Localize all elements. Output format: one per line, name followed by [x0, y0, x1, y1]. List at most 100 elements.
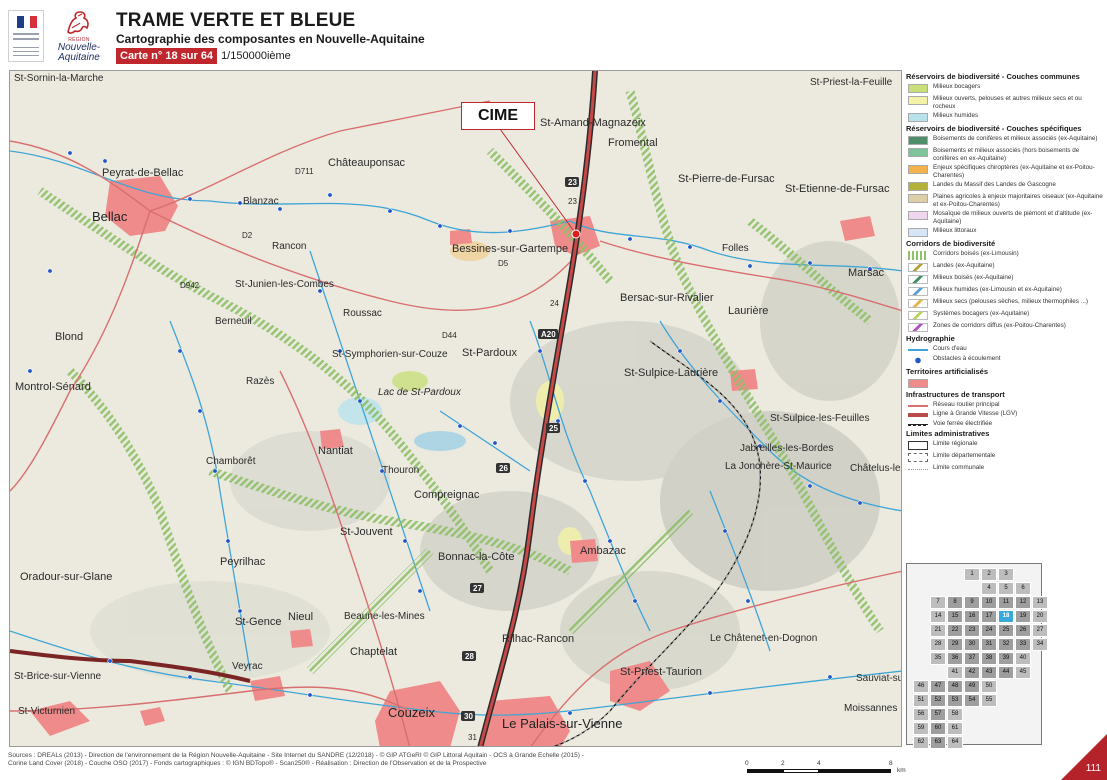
index-sheet-cell[interactable]: 9 — [964, 596, 980, 609]
index-sheet-cell[interactable]: 31 — [981, 638, 997, 651]
index-sheet-cell[interactable]: 36 — [947, 652, 963, 665]
legend-section-title: Territoires artificialisés — [906, 366, 988, 376]
legend-item: Boisements de conifères et milieux assoc… — [908, 135, 1105, 145]
index-sheet-cell[interactable]: 59 — [913, 722, 929, 735]
index-sheet-cell[interactable]: 5 — [998, 582, 1014, 595]
legend-label: Enjeux spécifiques chiroptères (ex-Aquit… — [933, 164, 1095, 179]
index-sheet-cell[interactable]: 7 — [930, 596, 946, 609]
header: RÉGION Nouvelle-Aquitaine TRAME VERTE ET… — [0, 0, 1107, 70]
index-sheet-cell[interactable]: 56 — [913, 708, 929, 721]
place-label: Veyrac — [232, 661, 263, 672]
index-sheet-cell[interactable]: 6 — [1015, 582, 1031, 595]
index-sheet-cell[interactable]: 22 — [947, 624, 963, 637]
place-label: Roussac — [343, 308, 382, 319]
index-sheet-cell[interactable]: 23 — [964, 624, 980, 637]
index-sheet-cell[interactable]: 4 — [981, 582, 997, 595]
index-sheet-cell[interactable]: 64 — [947, 736, 963, 749]
index-sheet-cell[interactable]: 58 — [947, 708, 963, 721]
index-sheet-cell[interactable]: 25 — [998, 624, 1014, 637]
legend-swatch — [908, 311, 928, 320]
index-sheet-cell[interactable]: 61 — [947, 722, 963, 735]
legend-label: Mosaïque de milieux ouverts de piémont e… — [933, 210, 1093, 225]
legend-swatch — [908, 355, 928, 365]
index-sheet-cell[interactable]: 47 — [930, 680, 946, 693]
card-number-badge: Carte n° 18 sur 64 — [116, 48, 218, 64]
index-sheet-cell[interactable]: 17 — [981, 610, 997, 623]
index-sheet-cell[interactable]: 14 — [930, 610, 946, 623]
index-sheet-cell[interactable]: 50 — [981, 680, 997, 693]
index-sheet-cell[interactable]: 2 — [981, 568, 997, 581]
cime-marker — [499, 128, 581, 239]
place-label: Le Châtenet-en-Dognon — [710, 633, 818, 644]
index-sheet-cell[interactable]: 46 — [913, 680, 929, 693]
index-sheet-cell[interactable]: 40 — [1015, 652, 1031, 665]
index-sheet-cell[interactable]: 52 — [930, 694, 946, 707]
index-sheet-cell[interactable]: 32 — [998, 638, 1014, 651]
legend-swatch — [908, 469, 928, 470]
index-sheet-cell[interactable]: 10 — [981, 596, 997, 609]
index-sheet-cell[interactable]: 16 — [964, 610, 980, 623]
legend-swatch — [908, 453, 928, 462]
index-sheet-cell[interactable]: 42 — [964, 666, 980, 679]
legend-item: Milieux secs (pelouses sèches, milieux t… — [908, 298, 1105, 308]
index-sheet-cell[interactable]: 49 — [964, 680, 980, 693]
index-sheet-cell[interactable]: 38 — [981, 652, 997, 665]
index-sheet-cell[interactable]: 26 — [1015, 624, 1031, 637]
index-sheet-cell[interactable]: 39 — [998, 652, 1014, 665]
index-sheet-cell[interactable]: 51 — [913, 694, 929, 707]
lion-icon — [67, 11, 89, 34]
index-sheet-cell[interactable]: 1 — [964, 568, 980, 581]
index-sheet-cell[interactable]: 34 — [1032, 638, 1048, 651]
index-sheet-cell[interactable]: 27 — [1032, 624, 1048, 637]
legend-item: Boisements et milieux associés (hors boi… — [908, 147, 1105, 162]
index-sheet-cell[interactable]: 45 — [1015, 666, 1031, 679]
cime-callout[interactable]: CIME — [461, 102, 535, 130]
legend-label: Limite départementale — [933, 452, 996, 459]
index-sheet-cell[interactable]: 55 — [981, 694, 997, 707]
index-sheet-cell[interactable]: 30 — [964, 638, 980, 651]
index-sheet-cell[interactable]: 20 — [1032, 610, 1048, 623]
legend-item: Milieux ouverts, pelouses et autres mili… — [908, 95, 1105, 110]
index-sheet-cell[interactable]: 21 — [930, 624, 946, 637]
index-sheet-cell[interactable]: 57 — [930, 708, 946, 721]
legend-item: Milieux humides (ex-Limousin et ex-Aquit… — [908, 286, 1105, 296]
index-sheet-cell[interactable]: 24 — [981, 624, 997, 637]
index-sheet-cell[interactable]: 15 — [947, 610, 963, 623]
index-sheet-cell[interactable]: 48 — [947, 680, 963, 693]
legend-item: Systèmes bocagers (ex-Aquitaine) — [908, 310, 1105, 320]
index-sheet-cell[interactable]: 19 — [1015, 610, 1031, 623]
index-sheet-cell[interactable]: 35 — [930, 652, 946, 665]
index-sheet-cell[interactable]: 43 — [981, 666, 997, 679]
place-label: Lac de St-Pardoux — [378, 387, 461, 398]
legend-label: Ligne à Grande Vitesse (LGV) — [933, 410, 1018, 417]
index-sheet-cell[interactable]: 44 — [998, 666, 1014, 679]
index-sheet-cell[interactable]: 41 — [947, 666, 963, 679]
index-sheet-cell[interactable]: 28 — [930, 638, 946, 651]
legend-swatch — [908, 349, 928, 351]
index-sheet-cell[interactable]: 60 — [930, 722, 946, 735]
index-sheet-cell[interactable]: 3 — [998, 568, 1014, 581]
index-sheet-cell[interactable]: 12 — [1015, 596, 1031, 609]
legend-swatch — [908, 84, 928, 93]
index-sheet-cell[interactable]: 11 — [998, 596, 1014, 609]
legend-label: Milieux secs (pelouses sèches, milieux t… — [933, 298, 1089, 305]
index-sheet-cell[interactable]: 53 — [947, 694, 963, 707]
index-sheet-cell[interactable]: 29 — [947, 638, 963, 651]
legend-item: Landes (ex-Aquitaine) — [908, 262, 1105, 272]
place-label: Bonnac-la-Côte — [438, 551, 515, 563]
index-sheet-cell[interactable]: 62 — [913, 736, 929, 749]
index-sheet-cell[interactable]: 54 — [964, 694, 980, 707]
index-sheet-cell[interactable]: 8 — [947, 596, 963, 609]
legend-label: Milieux boisés (ex-Aquitaine) — [933, 274, 1014, 281]
legend-item: Zones de corridors diffus (ex-Poitou-Cha… — [908, 322, 1105, 332]
index-sheet-cell[interactable]: 13 — [1032, 596, 1048, 609]
index-sheet-cell[interactable]: 18 — [998, 610, 1014, 623]
legend-item: Limite communale — [908, 464, 1105, 472]
index-sheet-cell[interactable]: 33 — [1015, 638, 1031, 651]
map-scale-text: 1/150000ième — [221, 50, 291, 62]
index-sheet-cell[interactable]: 63 — [930, 736, 946, 749]
index-sheet-cell[interactable]: 37 — [964, 652, 980, 665]
map-canvas[interactable]: A20 25 26 27 28 30 23 St-Sornin-la-March… — [9, 70, 902, 747]
legend-label: Plaines agricoles à enjeux majoritaires … — [933, 193, 1103, 208]
